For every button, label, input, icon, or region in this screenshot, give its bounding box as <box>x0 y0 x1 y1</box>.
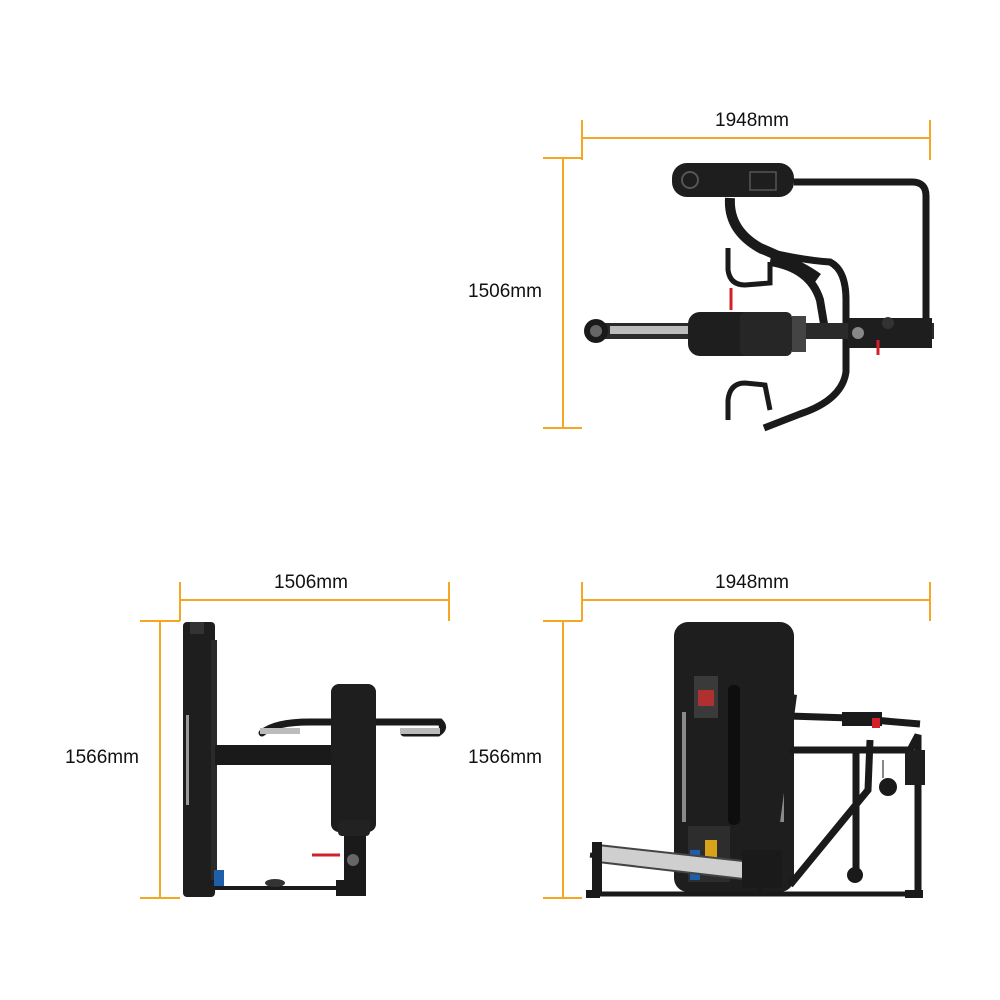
side-view-height-dimension <box>140 620 180 899</box>
top-view-depth-label: 1506mm <box>468 281 542 302</box>
front-view-height-dimension <box>543 620 582 899</box>
side-view-width-label: 1506mm <box>274 572 348 593</box>
side-view-height-label: 1566mm <box>65 747 139 768</box>
top-view-machine <box>584 163 934 432</box>
top-view-width-label: 1948mm <box>715 110 789 131</box>
top-view-width-dimension <box>581 120 931 160</box>
front-view-machine <box>586 622 925 898</box>
front-view-width-dimension <box>581 582 931 621</box>
front-view-width-label: 1948mm <box>715 572 789 593</box>
front-view-height-label: 1566mm <box>468 747 542 768</box>
top-view-depth-dimension <box>543 157 582 429</box>
side-view-machine <box>183 622 447 897</box>
side-view-width-dimension <box>179 582 450 621</box>
